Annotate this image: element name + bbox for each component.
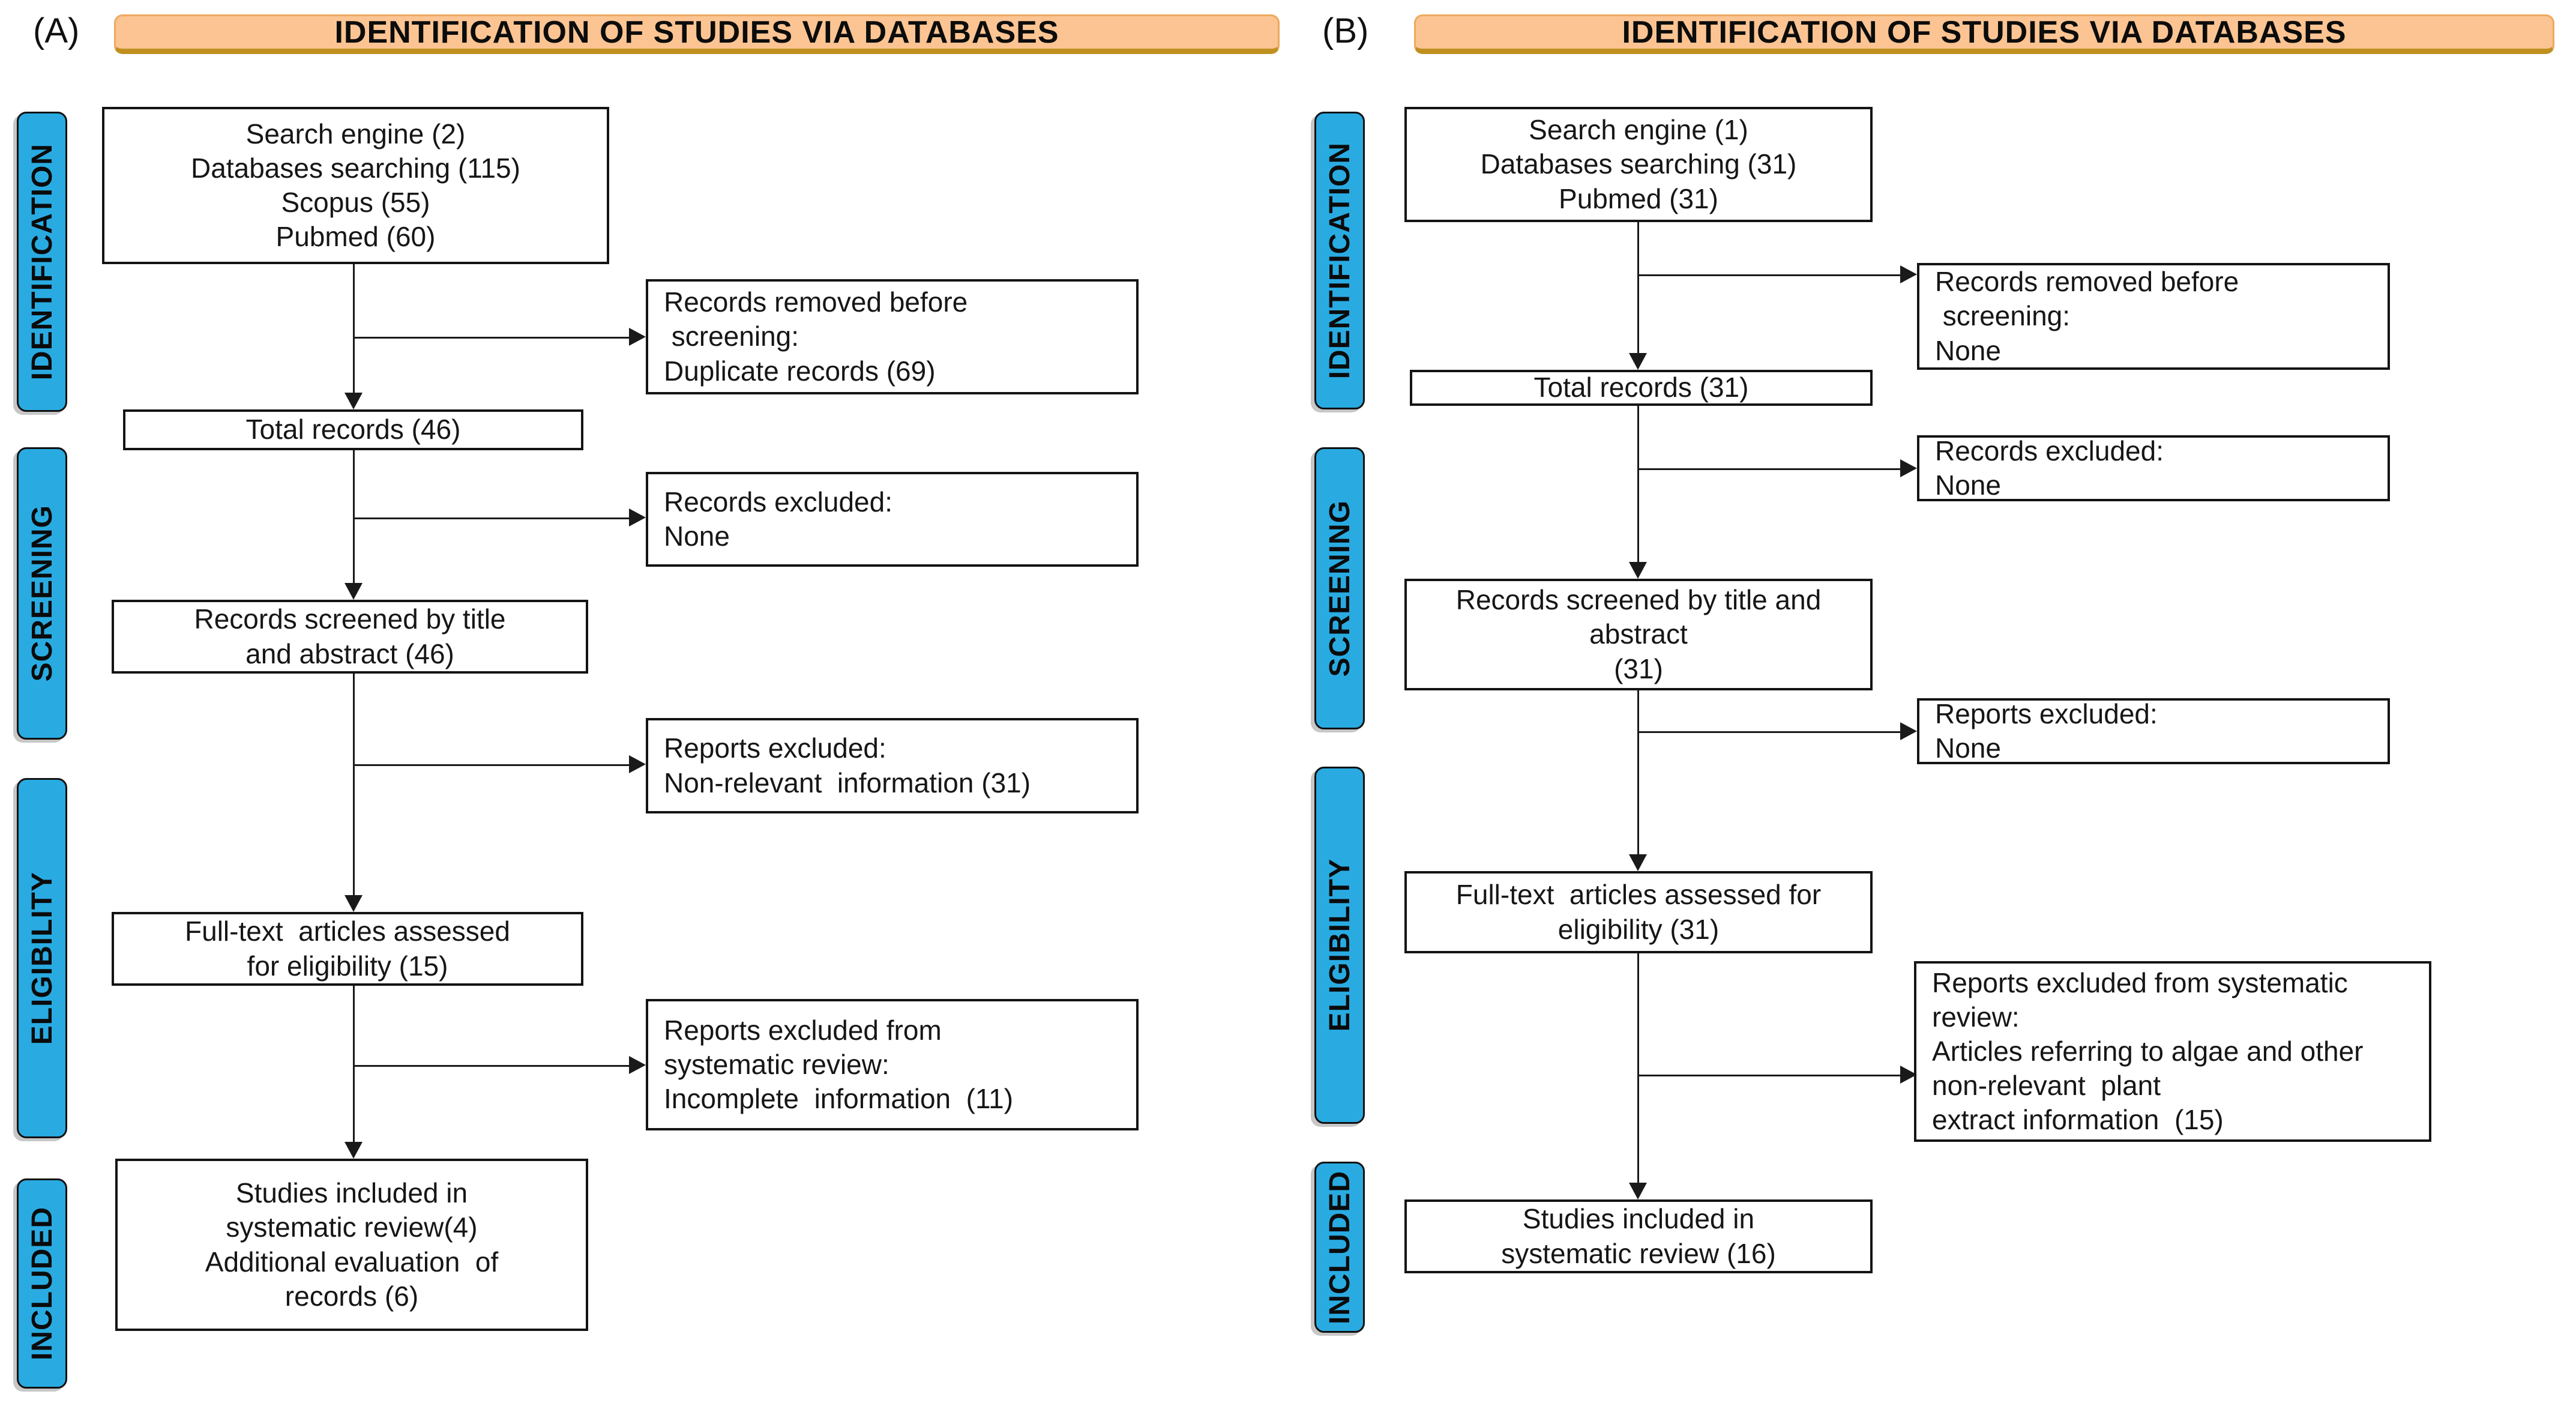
stage-screening-b-label: SCREENING [1323, 499, 1356, 677]
box-reports-excluded-b: Reports excluded: None [1917, 698, 2390, 764]
connector-line [1637, 274, 1900, 276]
stage-included-a-label: INCLUDED [26, 1207, 58, 1360]
box-reports-excluded-sys-b: Reports excluded from systematic review:… [1914, 961, 2431, 1142]
arrow-down-icon [345, 393, 363, 409]
box-sources-a: Search engine (2) Databases searching (1… [102, 107, 609, 264]
panel-a-label: (A) [33, 11, 80, 50]
panel-a-header-banner: IDENTIFICATION OF STUDIES VIA DATABASES [114, 14, 1280, 54]
connector-line [1637, 690, 1639, 855]
arrow-right-icon [629, 328, 646, 346]
connector-line [353, 1065, 629, 1067]
box-sources-b: Search engine (1) Databases searching (3… [1404, 107, 1873, 222]
box-reports-excluded-a: Reports excluded: Non-relevant informati… [646, 718, 1139, 813]
arrow-right-icon [629, 1056, 646, 1074]
box-records-removed-b: Records removed before screening: None [1917, 263, 2390, 370]
stage-screening-a-label: SCREENING [26, 505, 58, 682]
arrow-down-icon [1629, 353, 1647, 370]
box-records-excluded-b: Records excluded: None [1917, 435, 2390, 501]
arrow-right-icon [1900, 1066, 1917, 1084]
connector-line [353, 517, 629, 519]
box-studies-included-a: Studies included in systematic review(4)… [115, 1159, 588, 1331]
connector-line [1637, 953, 1639, 1184]
arrow-right-icon [629, 755, 646, 773]
connector-line [1637, 468, 1900, 470]
box-reports-excluded-sys-a: Reports excluded from systematic review:… [646, 999, 1139, 1130]
connector-line [1637, 222, 1639, 354]
arrow-down-icon [345, 895, 363, 912]
connector-line [1637, 1075, 1900, 1076]
connector-line [353, 264, 355, 394]
box-total-records-b: Total records (31) [1410, 370, 1873, 406]
connector-line [353, 337, 629, 339]
box-total-records-a: Total records (46) [123, 409, 583, 450]
arrow-right-icon [629, 508, 646, 526]
stage-eligibility-b: ELIGIBILITY [1314, 767, 1365, 1124]
arrow-down-icon [1629, 562, 1647, 579]
connector-line [1637, 406, 1639, 564]
stage-included-a: INCLUDED [17, 1178, 67, 1389]
connector-line [353, 674, 355, 898]
stage-screening-b: SCREENING [1314, 447, 1365, 729]
stage-identification-a: IDENTIFICATION [17, 112, 67, 412]
stage-included-b: INCLUDED [1314, 1162, 1365, 1333]
box-fulltext-assessed-a: Full-text articles assessed for eligibil… [112, 912, 583, 986]
box-records-removed-a: Records removed before screening: Duplic… [646, 279, 1139, 394]
box-records-excluded-a: Records excluded: None [646, 472, 1139, 567]
panel-b-label: (B) [1322, 11, 1369, 50]
box-records-screened-b: Records screened by title and abstract (… [1404, 579, 1873, 690]
box-studies-included-b: Studies included in systematic review (1… [1404, 1199, 1873, 1273]
arrow-down-icon [345, 583, 363, 600]
panel-b-header-banner: IDENTIFICATION OF STUDIES VIA DATABASES [1414, 14, 2554, 54]
arrow-right-icon [1900, 722, 1917, 740]
box-records-screened-a: Records screened by title and abstract (… [112, 600, 588, 674]
arrow-down-icon [1629, 854, 1647, 871]
connector-line [1637, 731, 1900, 733]
stage-eligibility-b-label: ELIGIBILITY [1323, 858, 1356, 1032]
arrow-down-icon [345, 1142, 363, 1159]
arrow-right-icon [1900, 459, 1917, 477]
stage-eligibility-a-label: ELIGIBILITY [26, 871, 58, 1045]
stage-screening-a: SCREENING [17, 447, 67, 740]
stage-eligibility-a: ELIGIBILITY [17, 778, 67, 1138]
stage-identification-b: IDENTIFICATION [1314, 112, 1365, 409]
arrow-right-icon [1900, 265, 1917, 283]
box-fulltext-assessed-b: Full-text articles assessed for eligibil… [1404, 871, 1873, 953]
stage-identification-b-label: IDENTIFICATION [1323, 142, 1356, 379]
stage-identification-a-label: IDENTIFICATION [26, 143, 58, 381]
arrow-down-icon [1629, 1183, 1647, 1199]
connector-line [353, 764, 629, 766]
stage-included-b-label: INCLUDED [1323, 1170, 1356, 1324]
